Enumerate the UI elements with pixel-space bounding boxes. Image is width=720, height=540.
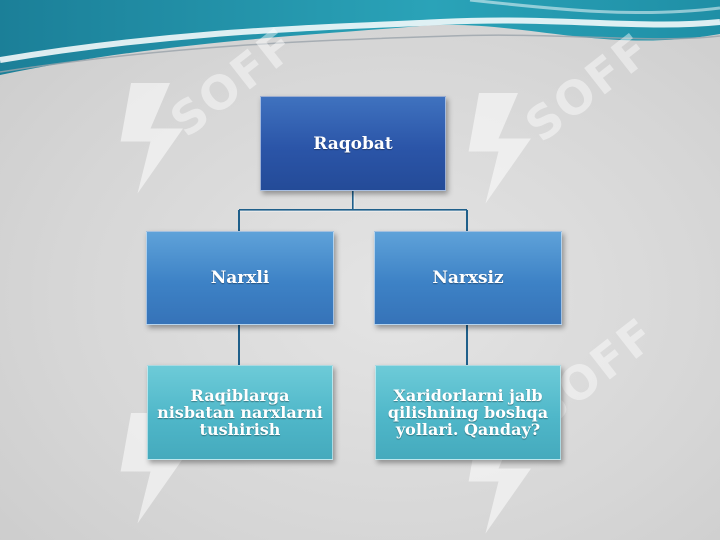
header-wave bbox=[0, 0, 720, 75]
node-right-label: Narxsiz bbox=[432, 268, 504, 288]
node-root: Raqobat bbox=[260, 96, 446, 191]
watermark-logo-icon bbox=[120, 83, 183, 194]
node-root-label: Raqobat bbox=[313, 133, 393, 154]
node-left-leaf-label: Raqiblarga nisbatan narxlarni tushirish bbox=[157, 386, 323, 439]
connector-lines bbox=[238, 191, 468, 365]
connector-root-to-branches bbox=[238, 191, 468, 231]
node-left-leaf: Raqiblarga nisbatan narxlarni tushirish bbox=[147, 365, 333, 460]
node-right-leaf-label: Xaridorlarni jalb qilishning boshqa yoll… bbox=[387, 386, 549, 439]
node-left: Narxli bbox=[146, 231, 334, 325]
watermark-logo-icon bbox=[120, 413, 183, 524]
node-right: Narxsiz bbox=[374, 231, 562, 325]
watermark-logo-icon bbox=[468, 93, 531, 204]
node-right-leaf: Xaridorlarni jalb qilishning boshqa yoll… bbox=[375, 365, 561, 460]
node-left-label: Narxli bbox=[210, 268, 270, 288]
